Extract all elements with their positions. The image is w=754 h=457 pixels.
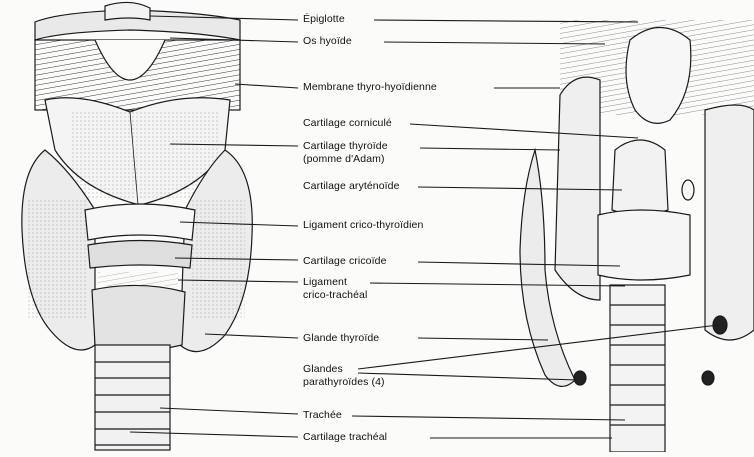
arytenoid-shape (612, 140, 668, 215)
label-cartilage-thyroide: Cartilage thyroïde (303, 140, 388, 152)
label-crico-tracheal: crico-trachéal (303, 289, 367, 301)
posterior-view (520, 20, 754, 452)
epiglottis-shape (105, 2, 150, 20)
parathyroid-gland-3 (702, 371, 714, 385)
thyroid-isthmus-shape (92, 285, 185, 350)
label-pomme-adam: (pomme d'Adam) (303, 153, 385, 165)
leader-thyroide-right (420, 148, 560, 150)
leader-cornicule (410, 124, 638, 138)
posterior-cricoid-shape (598, 210, 690, 280)
label-epiglotte: Épiglotte (303, 13, 345, 25)
anterior-view (22, 2, 252, 450)
parathyroid-gland-2 (574, 371, 586, 385)
cricoid-cartilage-shape (88, 241, 192, 269)
label-cartilage-tracheal: Cartilage trachéal (303, 431, 387, 443)
label-cartilage-arytenoide: Cartilage aryténoïde (303, 180, 400, 192)
label-os-hyoide: Os hyoïde (303, 35, 352, 47)
trachea-shape (95, 345, 170, 450)
leader-trachee-left (160, 408, 298, 414)
label-trachee: Trachée (303, 409, 342, 421)
posterior-thyroid-right-shape (705, 105, 754, 340)
leader-trachee-right (352, 416, 625, 420)
cricothyroid-ligament-shape (85, 204, 195, 240)
label-cartilage-cornicule: Cartilage corniculé (303, 117, 392, 129)
label-ligament: Ligament (303, 276, 347, 288)
label-cartilage-cricoide: Cartilage cricoïde (303, 255, 387, 267)
label-parathyroides: parathyroïdes (4) (303, 376, 385, 388)
leader-membrane (235, 84, 298, 88)
leader-glande-right (418, 338, 548, 340)
label-ligament-crico-thyroidien: Ligament crico-thyroïdien (303, 219, 423, 231)
label-glandes: Glandes (303, 363, 343, 375)
posterior-trachea-shape (610, 285, 665, 452)
label-glande-thyroide: Glande thyroïde (303, 332, 379, 344)
label-membrane-thyro-hyoidienne: Membrane thyro-hyoïdienne (303, 81, 437, 93)
parathyroid-gland-4 (682, 180, 694, 200)
